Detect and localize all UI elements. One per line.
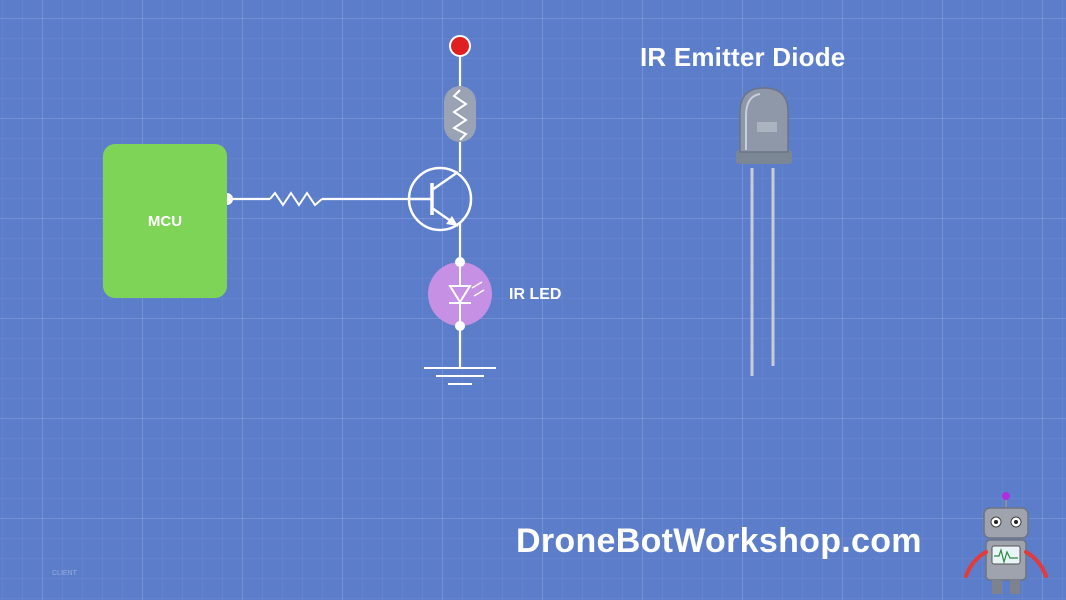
wires	[227, 52, 462, 368]
mcu-block: MCU	[103, 144, 227, 298]
ir-led-symbol	[428, 257, 492, 331]
ir-emitter-diode-icon	[736, 87, 792, 376]
robot-mascot-icon	[964, 492, 1048, 594]
mcu-label: MCU	[147, 212, 183, 230]
brand-watermark: DroneBotWorkshop.com	[516, 522, 922, 560]
corner-watermark: CLIENT	[52, 570, 77, 577]
diagram-title: IR Emitter Diode	[640, 42, 846, 72]
base-resistor	[269, 191, 323, 207]
npn-transistor	[407, 166, 473, 232]
collector-resistor	[444, 86, 476, 142]
ir-led-label: IR LED	[509, 286, 562, 303]
ground-symbol	[424, 367, 496, 385]
supply-node-dot	[449, 35, 471, 57]
